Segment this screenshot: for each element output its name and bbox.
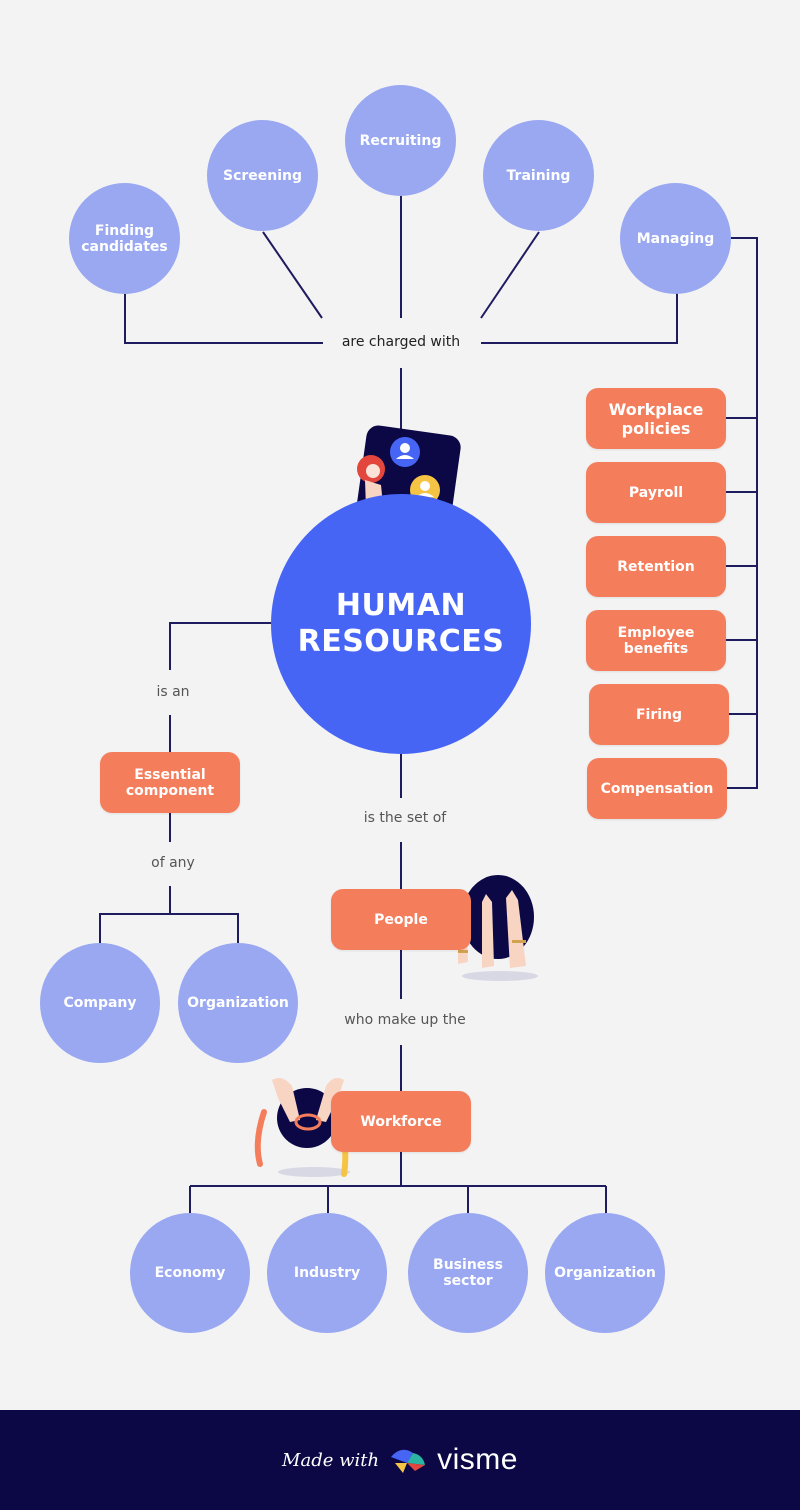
essential-component-box: Essential component xyxy=(100,752,240,813)
team-hands-illustration xyxy=(254,1078,350,1177)
connector-is-the-set-of: is the set of xyxy=(350,810,460,826)
hr-mind-map: Finding candidates Screening Recruiting … xyxy=(40,85,758,1333)
footer-banner: Made with visme xyxy=(0,1410,800,1510)
managing-item-compensation: Compensation xyxy=(587,758,727,819)
circle-economy: Economy xyxy=(130,1213,250,1333)
managing-item-retention: Retention xyxy=(586,536,726,597)
visme-logo-icon[interactable] xyxy=(389,1445,427,1475)
connector-are-charged-with: are charged with xyxy=(331,334,471,350)
task-screening: Screening xyxy=(207,120,318,231)
managing-item-payroll: Payroll xyxy=(586,462,726,523)
people-box: People xyxy=(331,889,471,950)
circle-business-sector: Business sector xyxy=(408,1213,528,1333)
connector-is-an: is an xyxy=(138,684,208,700)
circle-organization-left: Organization xyxy=(178,943,298,1063)
connector-who-make-up-the: who make up the xyxy=(331,1012,479,1028)
made-with-text: Made with xyxy=(282,1449,380,1471)
managing-item-workplace-policies: Workplace policies xyxy=(586,388,726,449)
connector-of-any: of any xyxy=(136,855,210,871)
task-training: Training xyxy=(483,120,594,231)
circle-company: Company xyxy=(40,943,160,1063)
task-managing: Managing xyxy=(620,183,731,294)
circle-industry: Industry xyxy=(267,1213,387,1333)
connector-lines xyxy=(99,196,758,1213)
task-finding-candidates: Finding candidates xyxy=(69,183,180,294)
circle-organization-bottom: Organization xyxy=(545,1213,665,1333)
managing-item-employee-benefits: Employee benefits xyxy=(586,610,726,671)
managing-item-firing: Firing xyxy=(589,684,729,745)
task-recruiting: Recruiting xyxy=(345,85,456,196)
raised-hands-illustration xyxy=(458,875,538,981)
workforce-box: Workforce xyxy=(331,1091,471,1152)
visme-brand-text[interactable]: visme xyxy=(437,1443,518,1476)
central-topic-human-resources: HUMAN RESOURCES xyxy=(271,494,531,754)
